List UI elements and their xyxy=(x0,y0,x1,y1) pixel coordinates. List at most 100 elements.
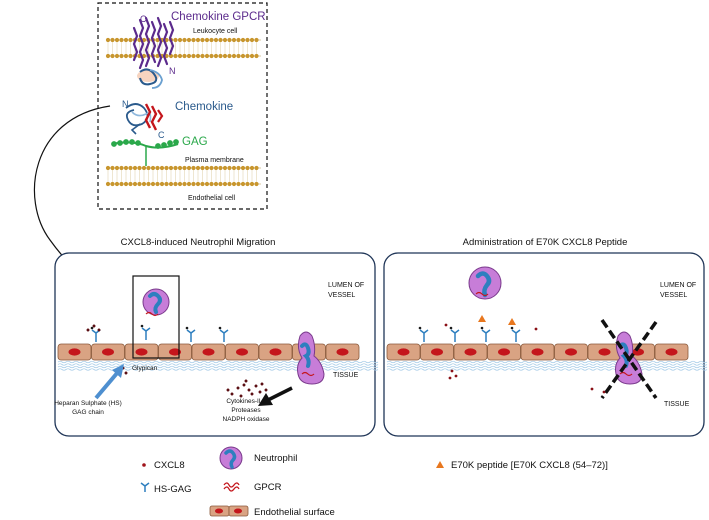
lipid-head xyxy=(209,37,214,43)
right-tissue-label: TISSUE xyxy=(664,401,690,408)
lipid-head xyxy=(137,165,142,171)
lipid-head xyxy=(114,53,120,59)
lipid-head xyxy=(209,181,214,187)
cell-nucleus xyxy=(135,348,148,356)
cell-nucleus xyxy=(269,348,282,356)
lipid-head xyxy=(150,165,156,171)
lipid-head xyxy=(213,37,219,43)
lipid-head xyxy=(195,37,201,43)
lipid-head xyxy=(173,53,178,59)
lipid-head xyxy=(254,181,259,187)
lipid-head xyxy=(110,181,115,187)
hs-gag-receptor xyxy=(481,329,491,342)
lipid-head xyxy=(191,37,196,43)
bound-cxcl8 xyxy=(418,326,422,330)
terminal-c-mid: C xyxy=(158,130,165,140)
lipid-head xyxy=(105,165,111,171)
lipid-head xyxy=(236,181,241,187)
cxcl8-dot xyxy=(264,388,268,392)
lipid-head xyxy=(177,37,183,43)
lipid-head xyxy=(209,53,214,59)
endothelial-cell-label: Endothelial cell xyxy=(188,195,236,202)
hs-gag-receptor xyxy=(419,329,429,342)
basement-membrane-line xyxy=(386,360,708,364)
lipid-head xyxy=(191,165,196,171)
cxcl8-dot xyxy=(450,369,454,373)
lipid-head xyxy=(236,165,241,171)
lipid-head xyxy=(249,165,255,171)
terminal-c-top: C xyxy=(140,14,147,24)
lipid-head xyxy=(209,165,214,171)
lipid-head xyxy=(245,53,250,59)
legend: CXCL8 HS-GAG Neutrophil GPCR Endothelial… xyxy=(140,446,608,518)
basement-membrane-line xyxy=(57,368,379,371)
hs-gag-receptor xyxy=(450,329,460,342)
lipid-head xyxy=(245,37,250,43)
lipid-head xyxy=(245,181,250,187)
inset-box: C N N C Chemokine GPCR Leukocyte cell Ch… xyxy=(97,2,268,210)
lipid-head xyxy=(105,53,111,59)
cell-nucleus xyxy=(498,348,510,356)
lipid-head xyxy=(168,181,174,187)
gag-bead xyxy=(129,139,135,145)
lipid-head xyxy=(240,181,246,187)
cell-nucleus xyxy=(336,348,349,356)
hs-gag-receptor xyxy=(141,327,151,340)
cxcl8-dot xyxy=(230,392,234,396)
lipid-head xyxy=(240,165,246,171)
lipid-head xyxy=(200,181,205,187)
lipid-head xyxy=(222,53,228,59)
terminal-n-mid: N xyxy=(122,99,129,109)
cell-nucleus xyxy=(531,348,544,356)
cell-nucleus xyxy=(464,348,477,356)
lipid-head xyxy=(132,165,138,171)
gag-bead xyxy=(155,143,161,149)
basement-membrane-line xyxy=(57,365,379,369)
bound-cxcl8 xyxy=(140,324,144,328)
lipid-head xyxy=(173,181,178,187)
lipid-head xyxy=(231,37,237,43)
lipid-head xyxy=(128,53,133,59)
e70k-peptides xyxy=(478,315,516,325)
secretion-arrow xyxy=(258,386,293,406)
lipid-head xyxy=(123,165,129,171)
lipid-head xyxy=(204,165,210,171)
gag-bead xyxy=(167,140,173,146)
cell-nucleus xyxy=(598,348,611,356)
glypican-label: Glypican xyxy=(132,365,158,372)
lipid-head xyxy=(114,37,120,43)
basement-membrane-line xyxy=(386,365,708,369)
cxcl8-dot xyxy=(226,388,230,392)
gag-label: GAG xyxy=(182,136,208,148)
lipid-head xyxy=(105,181,111,187)
lipid-head xyxy=(254,165,259,171)
cxcl8-dot xyxy=(254,384,258,388)
products-label-3: NADPH oxidase xyxy=(223,416,270,423)
lipid-head xyxy=(213,181,219,187)
lipid-head xyxy=(240,53,246,59)
lipid-head xyxy=(236,53,241,59)
lipid-head xyxy=(222,181,228,187)
block-cross xyxy=(600,319,658,400)
chemokine-structure xyxy=(125,103,164,135)
lipid-head xyxy=(213,165,219,171)
cell-nucleus xyxy=(397,348,410,356)
lipid-head xyxy=(173,165,178,171)
bound-cxcl8 xyxy=(510,326,514,330)
left-tissue-layer xyxy=(57,360,379,371)
bound-chemokine xyxy=(137,68,163,89)
lipid-head xyxy=(182,53,187,59)
cxcl8-dot xyxy=(448,376,452,380)
gpcr-label: Chemokine GPCR xyxy=(171,11,266,23)
products-label-2: Proteases xyxy=(231,407,261,414)
lipid-head xyxy=(240,37,246,43)
lipid-head xyxy=(110,165,115,171)
lipid-head xyxy=(182,181,187,187)
cxcl8-dot xyxy=(454,374,458,378)
gag-chain xyxy=(111,139,179,166)
lipid-head xyxy=(182,37,187,43)
bound-cxcl8 xyxy=(449,326,453,330)
bound-cxcl8 xyxy=(480,326,484,330)
lipid-head xyxy=(218,181,223,187)
